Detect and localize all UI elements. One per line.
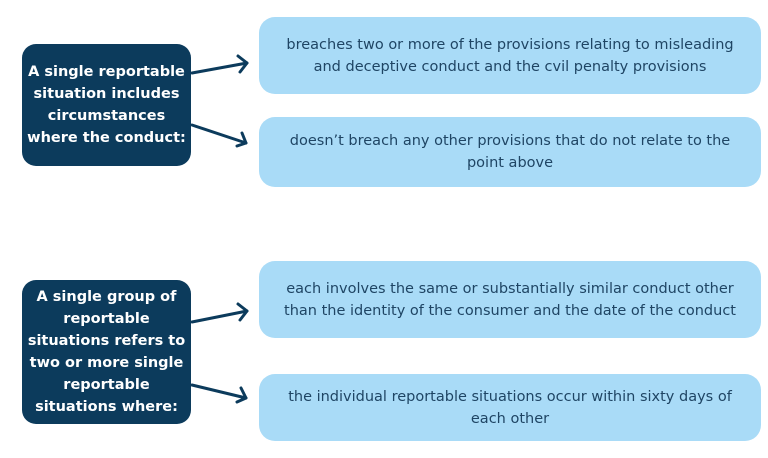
group-1-item-1-text: breaches two or more of the provisions r…	[286, 36, 734, 75]
group-2-item-2-box: the individual reportable situations occ…	[259, 374, 761, 441]
group-2-item-2-text: the individual reportable situations occ…	[288, 388, 732, 427]
arrow-group-2-item-2	[190, 383, 248, 404]
arrow-group-1-item-1	[190, 54, 249, 75]
group-2-condition-text: A single group of reportable situations …	[27, 289, 186, 415]
arrow-group-2-item-1	[190, 302, 249, 324]
group-1-item-2-box: doesn’t breach any other provisions that…	[259, 117, 761, 187]
group-2-item-1-box: each involves the same or substantially …	[259, 261, 761, 338]
group-1-item-1-box: breaches two or more of the provisions r…	[259, 17, 761, 94]
arrow-group-1-item-2	[190, 123, 248, 148]
group-2-condition-box: A single group of reportable situations …	[22, 280, 191, 424]
group-1-item-2-text: doesn’t breach any other provisions that…	[289, 133, 731, 171]
group-2-item-1-text: each involves the same or substantially …	[284, 280, 736, 319]
group-1-condition-box: A single reportable situation includes c…	[22, 44, 191, 166]
group-1-condition-text: A single reportable situation includes c…	[27, 64, 186, 146]
